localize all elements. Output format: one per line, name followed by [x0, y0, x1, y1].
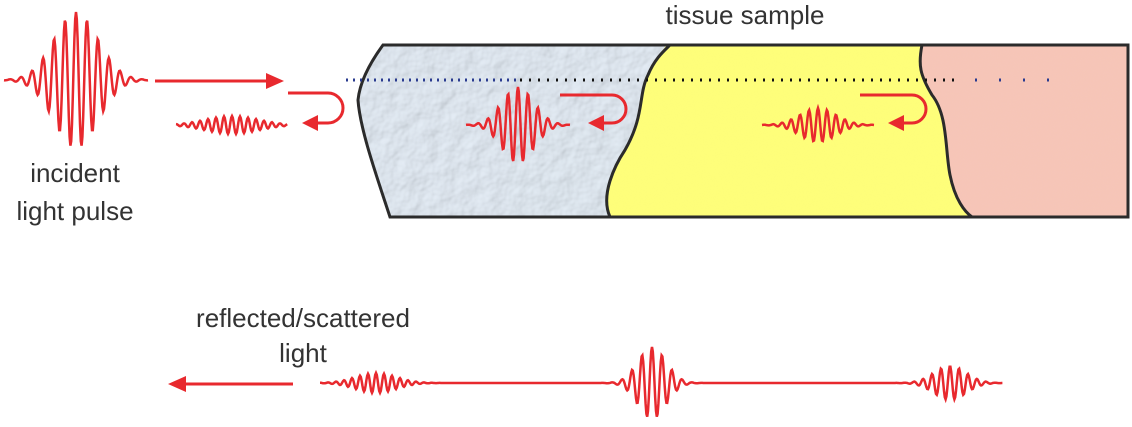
tissue-sample	[358, 45, 1128, 217]
reflected-label-line2: light	[279, 338, 327, 368]
left-arrow-icon	[168, 376, 293, 392]
layer2-pulse-wave-icon	[761, 103, 875, 143]
layer-boundary-2	[918, 44, 973, 219]
reflected-pulse-train-wave-icon	[320, 346, 1003, 418]
incident-label-line2: light pulse	[16, 196, 133, 226]
sample-title: tissue sample	[666, 0, 825, 30]
u-turn-arrow-icon	[560, 93, 628, 131]
layer-boundary-1	[605, 43, 672, 218]
u-turn-arrow-icon	[288, 91, 345, 131]
surface-reflection-pulse-wave-icon	[175, 113, 288, 137]
u-turn-arrow-icon	[860, 93, 928, 131]
sample-outline	[356, 43, 1130, 219]
layer1-pulse-wave-icon	[465, 86, 571, 162]
reflected-label-line1: reflected/scattered	[196, 303, 410, 333]
right-arrow-icon	[155, 73, 284, 89]
incident-label-line1: incident	[30, 158, 120, 188]
incident-pulse-wave-icon	[3, 11, 149, 146]
